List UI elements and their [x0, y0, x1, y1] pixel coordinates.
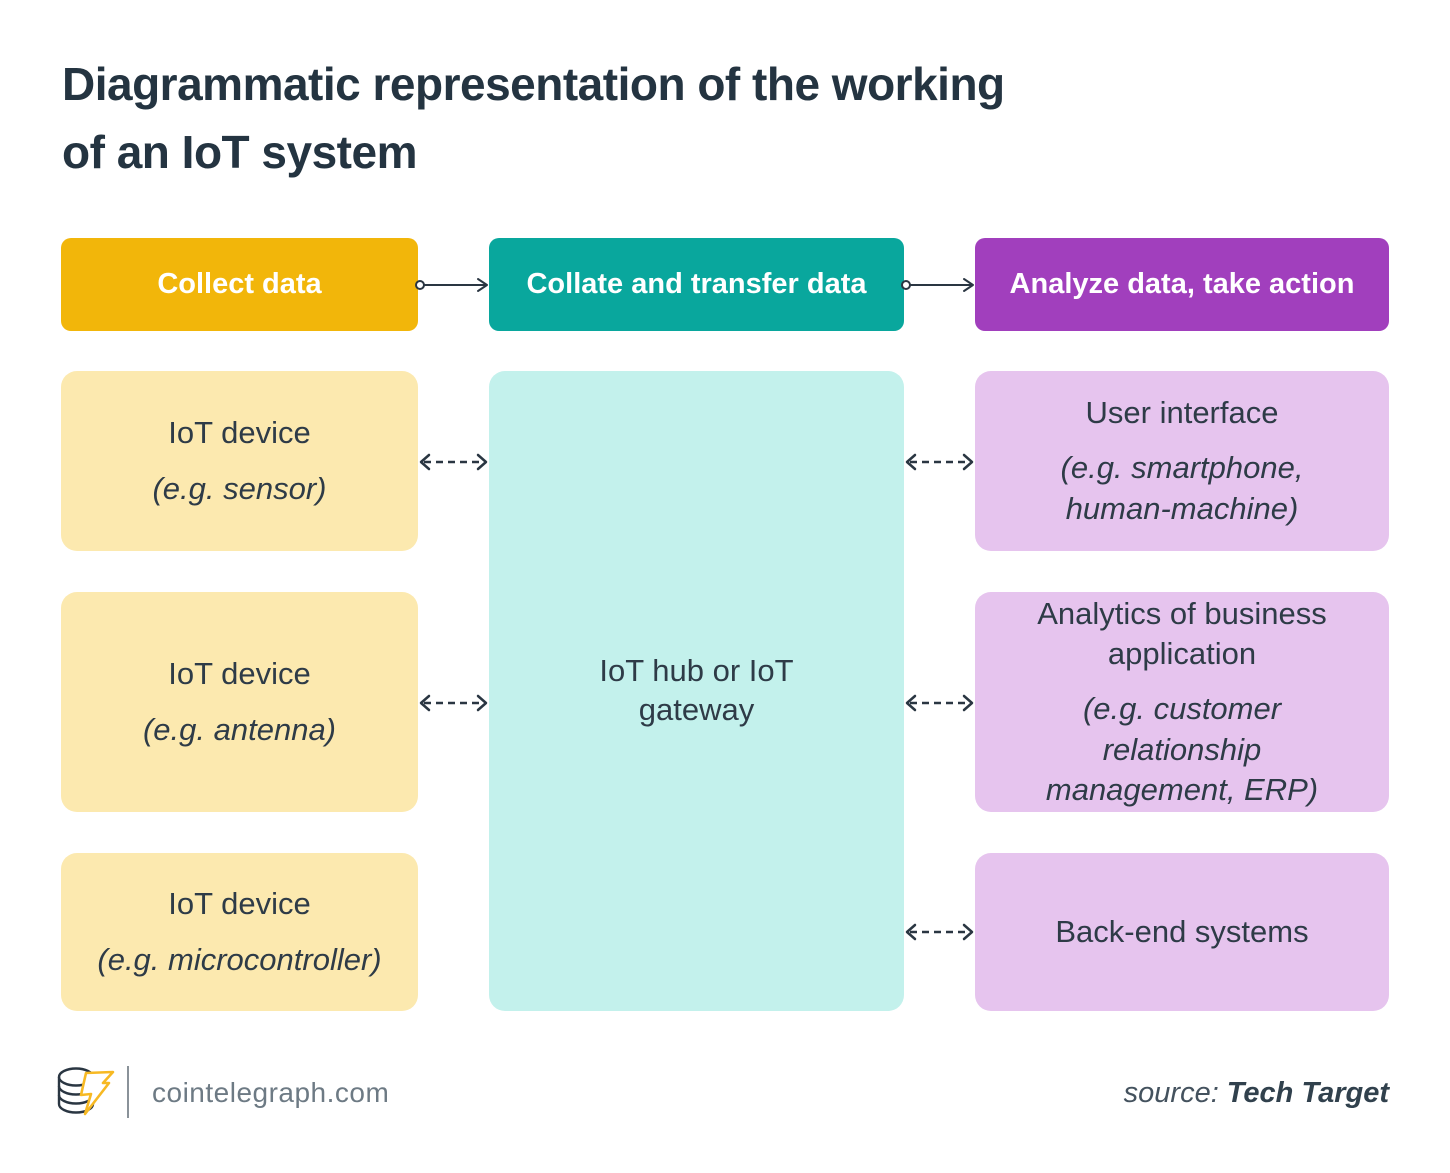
- iot-device-sensor-title: IoT device: [168, 415, 311, 451]
- iot-device-microcontroller-title: IoT device: [168, 886, 311, 922]
- bidirectional-dashed-arrow-icon: [905, 453, 974, 471]
- iot-device-microcontroller-subtitle: (e.g. microcontroller): [97, 941, 382, 977]
- header-collect-data: Collect data: [61, 238, 418, 331]
- footer-source-name: Tech Target: [1226, 1077, 1389, 1109]
- header-collate-transfer-data-label: Collate and transfer data: [526, 268, 867, 300]
- analytics-business-application-subtitle: (e.g. customer relationship management, …: [1045, 691, 1319, 807]
- back-end-systems-box: Back-end systems: [975, 853, 1389, 1011]
- footer-source-text: source:Tech Target: [1124, 1077, 1389, 1110]
- header-analyze-take-action: Analyze data, take action: [975, 238, 1389, 331]
- iot-device-antenna-box: IoT device (e.g. antenna): [61, 592, 418, 812]
- flow-arrow-icon: [901, 278, 974, 292]
- analytics-business-application-title: Analytics of business application: [1037, 595, 1327, 672]
- bidirectional-dashed-arrow-icon: [419, 453, 488, 471]
- iot-device-sensor-box: IoT device (e.g. sensor): [61, 371, 418, 551]
- bidirectional-dashed-arrow-icon: [419, 694, 488, 712]
- header-collate-transfer-data: Collate and transfer data: [489, 238, 904, 331]
- user-interface-subtitle: (e.g. smartphone, human-machine): [1060, 450, 1304, 526]
- bidirectional-dashed-arrow-icon: [905, 923, 974, 941]
- header-collect-data-label: Collect data: [157, 268, 322, 300]
- analytics-business-application-box: Analytics of business application (e.g. …: [975, 592, 1389, 812]
- iot-device-sensor-subtitle: (e.g. sensor): [152, 470, 327, 506]
- footer-site-text: cointelegraph.com: [152, 1077, 390, 1108]
- header-analyze-take-action-label: Analyze data, take action: [1009, 268, 1355, 300]
- bidirectional-dashed-arrow-icon: [905, 694, 974, 712]
- iot-hub-gateway-box: IoT hub or IoT gateway: [489, 371, 904, 1011]
- flow-arrow-icon: [415, 278, 488, 292]
- iot-device-antenna-title: IoT device: [168, 656, 311, 692]
- iot-hub-gateway-label: IoT hub or IoT gateway: [599, 653, 794, 727]
- footer-divider: [127, 1066, 129, 1118]
- cointelegraph-logo-icon: [57, 1067, 115, 1116]
- user-interface-title: User interface: [1085, 395, 1279, 431]
- user-interface-box: User interface (e.g. smartphone, human-m…: [975, 371, 1389, 551]
- iot-device-microcontroller-box: IoT device (e.g. microcontroller): [61, 853, 418, 1011]
- footer-source-label: source:: [1123, 1077, 1219, 1109]
- page-title: Diagrammatic representation of the worki…: [62, 58, 1005, 178]
- iot-device-antenna-subtitle: (e.g. antenna): [142, 711, 337, 747]
- back-end-systems-title: Back-end systems: [1055, 913, 1309, 949]
